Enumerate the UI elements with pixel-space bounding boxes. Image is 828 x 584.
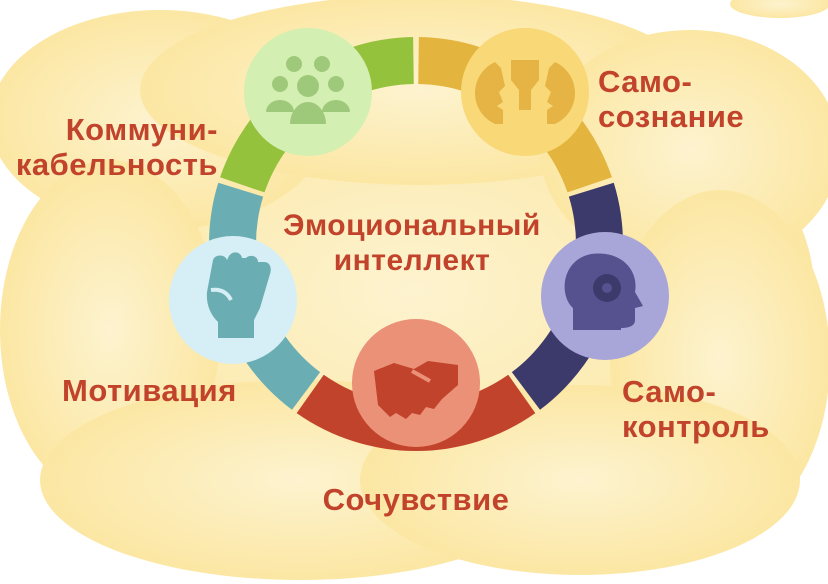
label-self-control: Само- контроль — [622, 374, 770, 444]
label-line: Коммуни- — [65, 112, 218, 147]
label-line: кабельность — [15, 147, 218, 182]
node-self-control — [541, 232, 669, 360]
label-self-awareness: Само- сознание — [598, 64, 744, 134]
people-group-icon — [266, 56, 350, 124]
label-line: Само- — [598, 64, 693, 99]
two-faces-icon — [474, 60, 576, 124]
label-line: Само- — [622, 374, 717, 409]
node-self-awareness — [461, 28, 589, 156]
label-line: Мотивация — [62, 373, 237, 408]
label-motivation: Мотивация — [62, 373, 237, 408]
center-title-line2: интеллект — [333, 244, 491, 277]
label-line: контроль — [622, 409, 770, 444]
head-gear-icon — [564, 253, 643, 330]
label-communication: Коммуни- кабельность — [16, 112, 218, 182]
fist-icon — [206, 252, 271, 338]
center-title-line1: Эмоциональный — [283, 209, 541, 242]
label-line: Сочувствие — [322, 482, 510, 517]
label-empathy: Сочувствие — [266, 482, 566, 517]
node-motivation — [169, 236, 297, 364]
handshake-icon — [374, 361, 458, 419]
center-title: Эмоциональный интеллект — [262, 208, 562, 278]
label-line: сознание — [598, 99, 745, 134]
node-communication — [244, 28, 372, 156]
node-empathy — [352, 319, 480, 447]
